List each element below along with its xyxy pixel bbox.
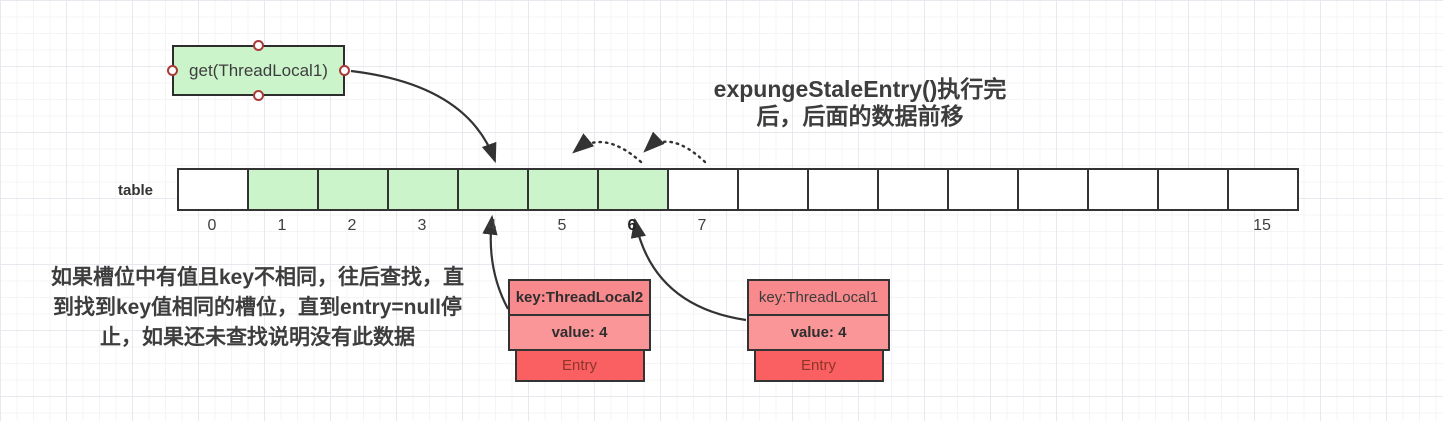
headline-line1: expungeStaleEntry()执行完 (713, 76, 1007, 102)
connection-handle-bottom[interactable] (253, 90, 264, 101)
get-threadlocal-label: get(ThreadLocal1) (189, 60, 328, 80)
entry1-key-row: key:ThreadLocal2 (508, 279, 651, 316)
entry1-footer-row: Entry (514, 349, 645, 382)
table-cell-15[interactable] (1227, 168, 1299, 211)
index-label-7: 7 (697, 217, 707, 234)
get-threadlocal-box[interactable]: get(ThreadLocal1) (172, 45, 345, 96)
index-label-2: 2 (347, 217, 357, 234)
note-line1: 如果槽位中有值且key不相同，往后查找，直 (50, 266, 465, 289)
index-label-0: 0 (207, 217, 217, 234)
table-cell-2[interactable] (317, 168, 389, 211)
connection-handle-top[interactable] (253, 40, 264, 51)
table-cell-11[interactable] (947, 168, 1019, 211)
table-cell-6[interactable] (597, 168, 669, 211)
entry-box-threadlocal1[interactable]: key:ThreadLocal1 value: 4 Entry (747, 279, 890, 382)
headline-line2: 后，后面的数据前移 (756, 103, 964, 129)
index-label-15: 15 (1253, 217, 1271, 234)
index-label-5: 5 (557, 217, 567, 234)
index-row: 0 1 2 3 4 5 6 7 15 (177, 217, 1299, 237)
table-cell-13[interactable] (1087, 168, 1159, 211)
table-cell-12[interactable] (1017, 168, 1089, 211)
table-cell-8[interactable] (737, 168, 809, 211)
arrow-get-to-slot4[interactable] (350, 69, 497, 164)
entry2-value-row: value: 4 (747, 314, 890, 351)
table-label: table (117, 182, 153, 199)
note-line2: 到找到key值相同的槽位，直到entry=null停 (53, 296, 462, 319)
entry2-key-row: key:ThreadLocal1 (747, 279, 890, 316)
table-cell-0[interactable] (177, 168, 249, 211)
index-label-3: 3 (417, 217, 427, 234)
table-cell-4[interactable] (457, 168, 529, 211)
table-array (177, 168, 1299, 211)
table-cell-5[interactable] (527, 168, 599, 211)
note-line3: 止，如果还未查找说明没有此数据 (100, 326, 415, 349)
connection-handle-right[interactable] (339, 65, 350, 76)
entry1-value-row: value: 4 (508, 314, 651, 351)
entry-box-threadlocal2[interactable]: key:ThreadLocal2 value: 4 Entry (508, 279, 651, 382)
table-cell-9[interactable] (807, 168, 879, 211)
index-label-6: 6 (627, 217, 637, 234)
headline: expungeStaleEntry()执行完 后，后面的数据前移 (650, 76, 1070, 130)
table-cell-3[interactable] (387, 168, 459, 211)
arrow-shift-slot7-to-slot6[interactable] (643, 131, 707, 164)
connection-handle-left[interactable] (167, 65, 178, 76)
entry2-footer-row: Entry (753, 349, 884, 382)
table-cell-1[interactable] (247, 168, 319, 211)
table-cell-10[interactable] (877, 168, 949, 211)
table-cell-7[interactable] (667, 168, 739, 211)
arrow-shift-slot6-to-slot5[interactable] (572, 133, 643, 164)
index-label-4: 4 (487, 217, 497, 234)
note-text: 如果槽位中有值且key不相同，往后查找，直 到找到key值相同的槽位，直到ent… (30, 263, 485, 353)
index-label-1: 1 (277, 217, 287, 234)
table-cell-14[interactable] (1157, 168, 1229, 211)
